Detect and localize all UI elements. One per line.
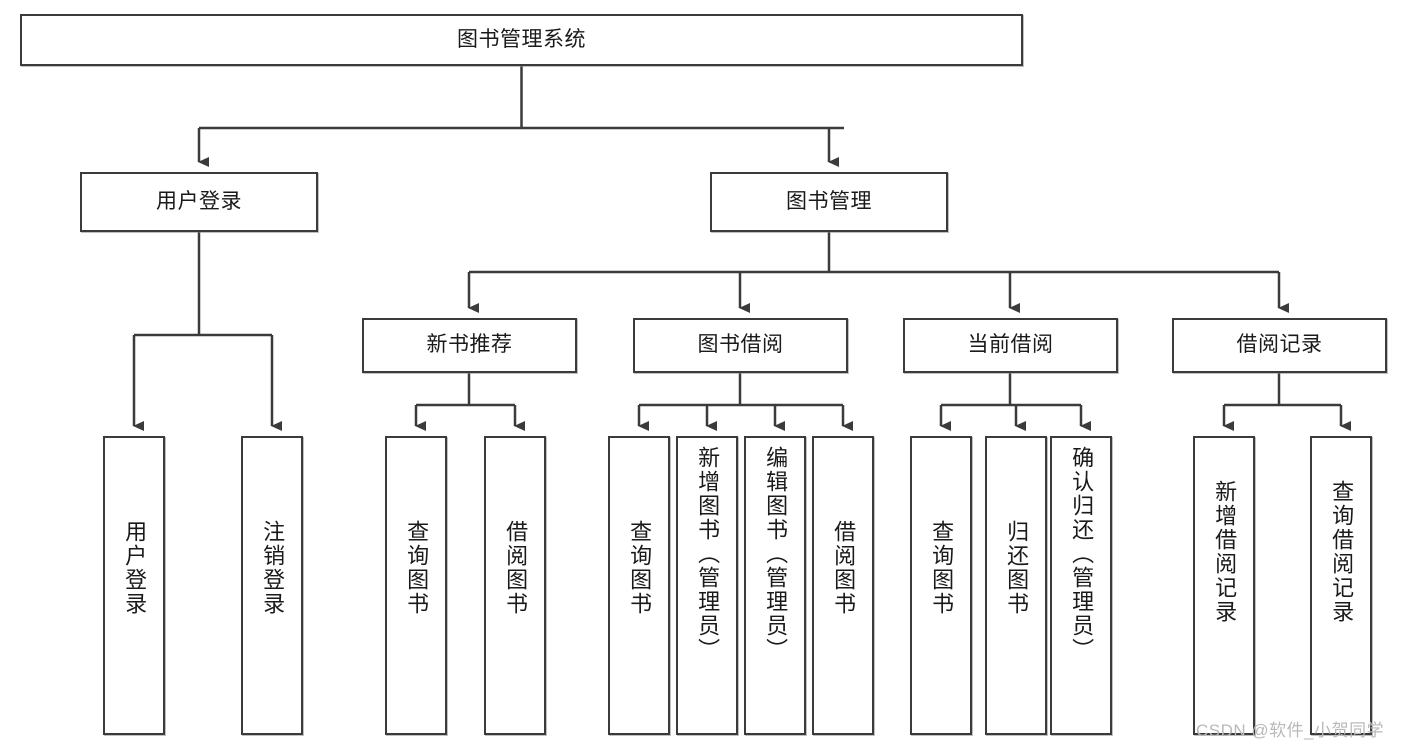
node-leaf-query-book-recommend[interactable]: 查询图书 bbox=[385, 436, 447, 735]
node-new-book-recommend-label: 新书推荐 bbox=[426, 333, 513, 357]
node-leaf-query-borrow-record[interactable]: 查询借阅记录 bbox=[1310, 436, 1372, 735]
node-leaf-user-login-label: 用户登录 bbox=[122, 520, 148, 616]
node-leaf-edit-book-admin[interactable]: 编辑图书（管理员） bbox=[744, 436, 806, 735]
node-book-manage[interactable]: 图书管理 bbox=[710, 172, 948, 232]
node-leaf-query-book-recommend-label: 查询图书 bbox=[404, 520, 430, 616]
node-leaf-query-book-borrow-label: 查询图书 bbox=[627, 520, 653, 616]
node-leaf-edit-book-admin-label: 编辑图书（管理员） bbox=[763, 446, 789, 662]
node-leaf-return-book-label: 归还图书 bbox=[1004, 520, 1030, 616]
node-new-book-recommend[interactable]: 新书推荐 bbox=[362, 318, 577, 373]
node-leaf-user-logout[interactable]: 注销登录 bbox=[241, 436, 303, 735]
node-leaf-return-book[interactable]: 归还图书 bbox=[985, 436, 1047, 735]
node-book-borrow-label: 图书借阅 bbox=[697, 333, 784, 357]
node-leaf-borrow-book-recommend-label: 借阅图书 bbox=[503, 520, 529, 616]
node-leaf-add-book-admin[interactable]: 新增图书（管理员） bbox=[676, 436, 738, 735]
node-user-login-label: 用户登录 bbox=[156, 189, 242, 213]
csdn-watermark: CSDN @软件_小贺同学 bbox=[1196, 721, 1385, 740]
node-leaf-confirm-return-admin[interactable]: 确认归还（管理员） bbox=[1050, 436, 1112, 735]
node-current-borrow[interactable]: 当前借阅 bbox=[903, 318, 1118, 373]
node-leaf-add-book-admin-label: 新增图书（管理员） bbox=[695, 446, 721, 662]
node-leaf-add-borrow-record[interactable]: 新增借阅记录 bbox=[1193, 436, 1255, 735]
node-leaf-borrow-book-recommend[interactable]: 借阅图书 bbox=[484, 436, 546, 735]
node-leaf-query-borrow-record-label: 查询借阅记录 bbox=[1329, 480, 1355, 624]
node-leaf-user-logout-label: 注销登录 bbox=[260, 520, 286, 616]
node-leaf-confirm-return-admin-label: 确认归还（管理员） bbox=[1069, 446, 1095, 662]
node-leaf-query-book-borrow[interactable]: 查询图书 bbox=[608, 436, 670, 735]
node-borrow-record[interactable]: 借阅记录 bbox=[1172, 318, 1387, 373]
node-leaf-user-login[interactable]: 用户登录 bbox=[103, 436, 165, 735]
node-book-borrow[interactable]: 图书借阅 bbox=[633, 318, 848, 373]
node-leaf-borrow-book[interactable]: 借阅图书 bbox=[812, 436, 874, 735]
node-leaf-query-book-current[interactable]: 查询图书 bbox=[910, 436, 972, 735]
node-leaf-borrow-book-label: 借阅图书 bbox=[831, 520, 857, 616]
node-book-manage-label: 图书管理 bbox=[786, 189, 872, 213]
node-root-label: 图书管理系统 bbox=[457, 27, 586, 51]
node-root[interactable]: 图书管理系统 bbox=[20, 14, 1023, 66]
node-current-borrow-label: 当前借阅 bbox=[967, 333, 1054, 357]
node-borrow-record-label: 借阅记录 bbox=[1236, 333, 1323, 357]
node-user-login[interactable]: 用户登录 bbox=[80, 172, 318, 232]
node-leaf-add-borrow-record-label: 新增借阅记录 bbox=[1212, 480, 1238, 624]
node-leaf-query-book-current-label: 查询图书 bbox=[929, 520, 955, 616]
